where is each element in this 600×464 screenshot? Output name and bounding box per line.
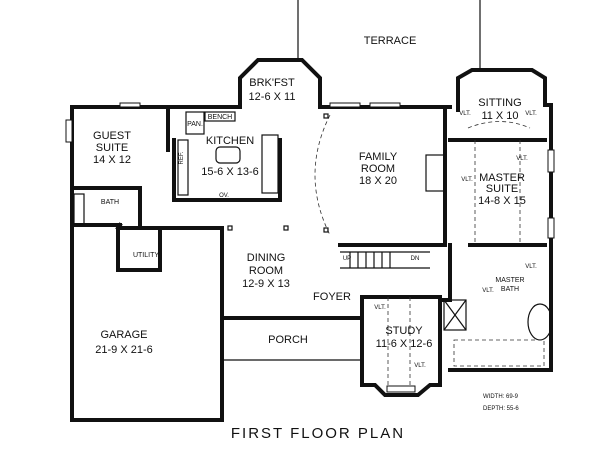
label-vaulted: VLT.: [516, 156, 528, 162]
label-study-size: 11-6 X 12-6: [376, 338, 433, 350]
walls: [70, 58, 553, 422]
label-master-suite-size: 14-8 X 15: [478, 195, 526, 207]
fixtures: [65, 0, 555, 393]
label-family-size: 18 X 20: [359, 175, 397, 187]
label-stair-down: DN: [411, 256, 420, 262]
label-vaulted: VLT.: [482, 288, 494, 294]
label-pantry: PAN.: [187, 121, 203, 128]
label-dining-size: 12-9 X 13: [242, 278, 290, 290]
label-master-bath-1: MASTER: [495, 277, 524, 284]
label-study: STUDY: [385, 325, 423, 337]
label-dining-1: DINING: [247, 252, 286, 264]
plan-title: FIRST FLOOR PLAN: [231, 425, 405, 442]
label-sitting: SITTING: [478, 97, 521, 109]
label-breakfast-size: 12-6 X 11: [249, 91, 296, 103]
label-guest-suite-1: GUEST: [93, 130, 131, 142]
label-vaulted: VLT.: [461, 177, 473, 183]
label-porch: PORCH: [268, 334, 308, 346]
label-master-suite-1: MASTER: [479, 172, 525, 184]
label-bath: BATH: [101, 199, 119, 206]
label-stair-up: UP: [343, 256, 351, 262]
plan-width: WIDTH: 69-9: [483, 394, 519, 400]
label-bench: BENCH: [208, 114, 233, 121]
label-family-1: FAMILY: [359, 151, 398, 163]
label-garage: GARAGE: [100, 329, 147, 341]
label-master-bath-2: BATH: [501, 286, 519, 293]
label-garage-size: 21-9 X 21-6: [95, 344, 152, 356]
label-guest-suite-2: SUITE: [96, 142, 128, 154]
label-oven: OV.: [219, 193, 229, 199]
label-vaulted: VLT.: [374, 305, 386, 311]
label-master-suite-2: SUITE: [486, 183, 518, 195]
label-sitting-size: 11 X 10: [481, 110, 518, 122]
label-kitchen-size: 15-6 X 13-6: [201, 166, 258, 178]
label-guest-suite-size: 14 X 12: [93, 154, 131, 166]
label-refrigerator: REF.: [179, 151, 185, 164]
plan-depth: DEPTH: 55-6: [483, 406, 519, 412]
label-vaulted: VLT.: [459, 111, 471, 117]
label-vaulted: VLT.: [525, 111, 537, 117]
label-breakfast: BRK'FST: [249, 77, 295, 89]
label-terrace: TERRACE: [364, 35, 417, 47]
stairs: [340, 251, 430, 269]
label-kitchen: KITCHEN: [206, 135, 254, 147]
label-vaulted: VLT.: [414, 363, 426, 369]
label-dining-2: ROOM: [249, 265, 283, 277]
label-family-2: ROOM: [361, 163, 395, 175]
label-utility: UTILITY: [133, 252, 159, 259]
label-foyer: FOYER: [313, 291, 351, 303]
label-vaulted: VLT.: [525, 264, 537, 270]
